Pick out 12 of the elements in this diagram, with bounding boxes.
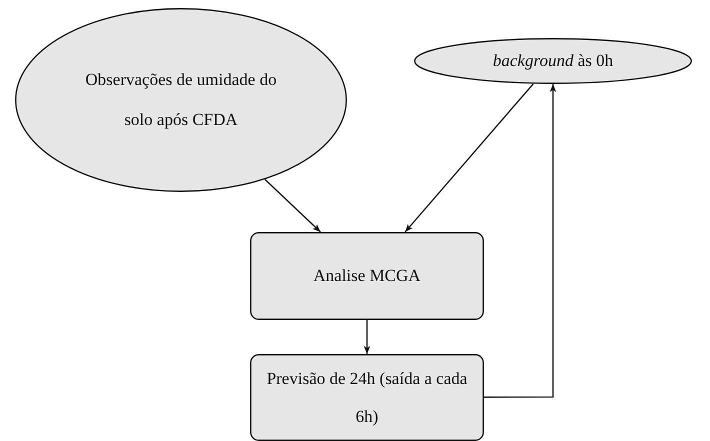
arrow — [404, 83, 534, 232]
arrow — [364, 320, 370, 354]
process-box — [250, 232, 484, 320]
arrow — [264, 178, 321, 232]
process-box — [250, 354, 484, 441]
node-label: Analise MCGA — [312, 265, 422, 287]
node-label: background às 0h — [492, 51, 614, 71]
node-label: Observações de umidade do solo após CFDA — [84, 69, 278, 131]
arrow — [484, 84, 556, 398]
node-label: Previsão de 24h (saída a cada 6h) — [266, 368, 468, 428]
ellipse-node — [414, 38, 692, 84]
ellipse-node — [15, 8, 347, 192]
